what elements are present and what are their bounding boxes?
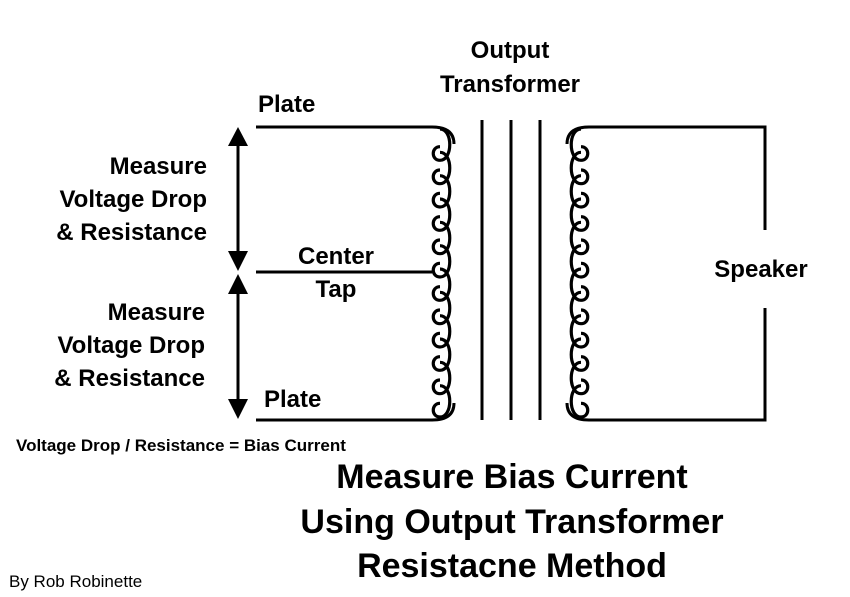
center-tap-label-line2: Tap <box>316 276 357 303</box>
title-line3: Resistacne Method <box>357 547 667 585</box>
measure-bottom-line1: Measure <box>108 299 205 326</box>
measure-top-line3: & Resistance <box>56 219 207 246</box>
plate-bottom-wire <box>256 402 456 422</box>
plate-bottom-label: Plate <box>264 386 321 413</box>
title-line2: Using Output Transformer <box>300 503 723 541</box>
secondary-coil-path <box>569 127 590 419</box>
measure-top-line2: Voltage Drop <box>59 186 207 213</box>
primary-coil-path <box>431 127 452 419</box>
secondary-top-wire <box>565 125 767 230</box>
measure-top-line1: Measure <box>110 153 207 180</box>
transformer-label-line2: Transformer <box>440 71 580 98</box>
secondary-bottom-wire <box>565 308 767 422</box>
secondary-winding <box>569 127 590 419</box>
primary-winding <box>431 127 452 419</box>
center-tap-label-line1: Center <box>298 243 374 270</box>
formula-text: Voltage Drop / Resistance = Bias Current <box>16 436 346 455</box>
title-line1: Measure Bias Current <box>336 458 687 496</box>
measure-arrow-bottom <box>228 274 248 419</box>
measure-bottom-line2: Voltage Drop <box>57 332 205 359</box>
plate-top-wire <box>256 125 456 145</box>
speaker-label: Speaker <box>714 256 807 283</box>
transformer-label-line1: Output <box>471 37 550 64</box>
plate-top-label: Plate <box>258 91 315 118</box>
measure-arrow-top <box>228 127 248 271</box>
author-credit: By Rob Robinette <box>9 572 142 591</box>
measure-bottom-line3: & Resistance <box>54 365 205 392</box>
